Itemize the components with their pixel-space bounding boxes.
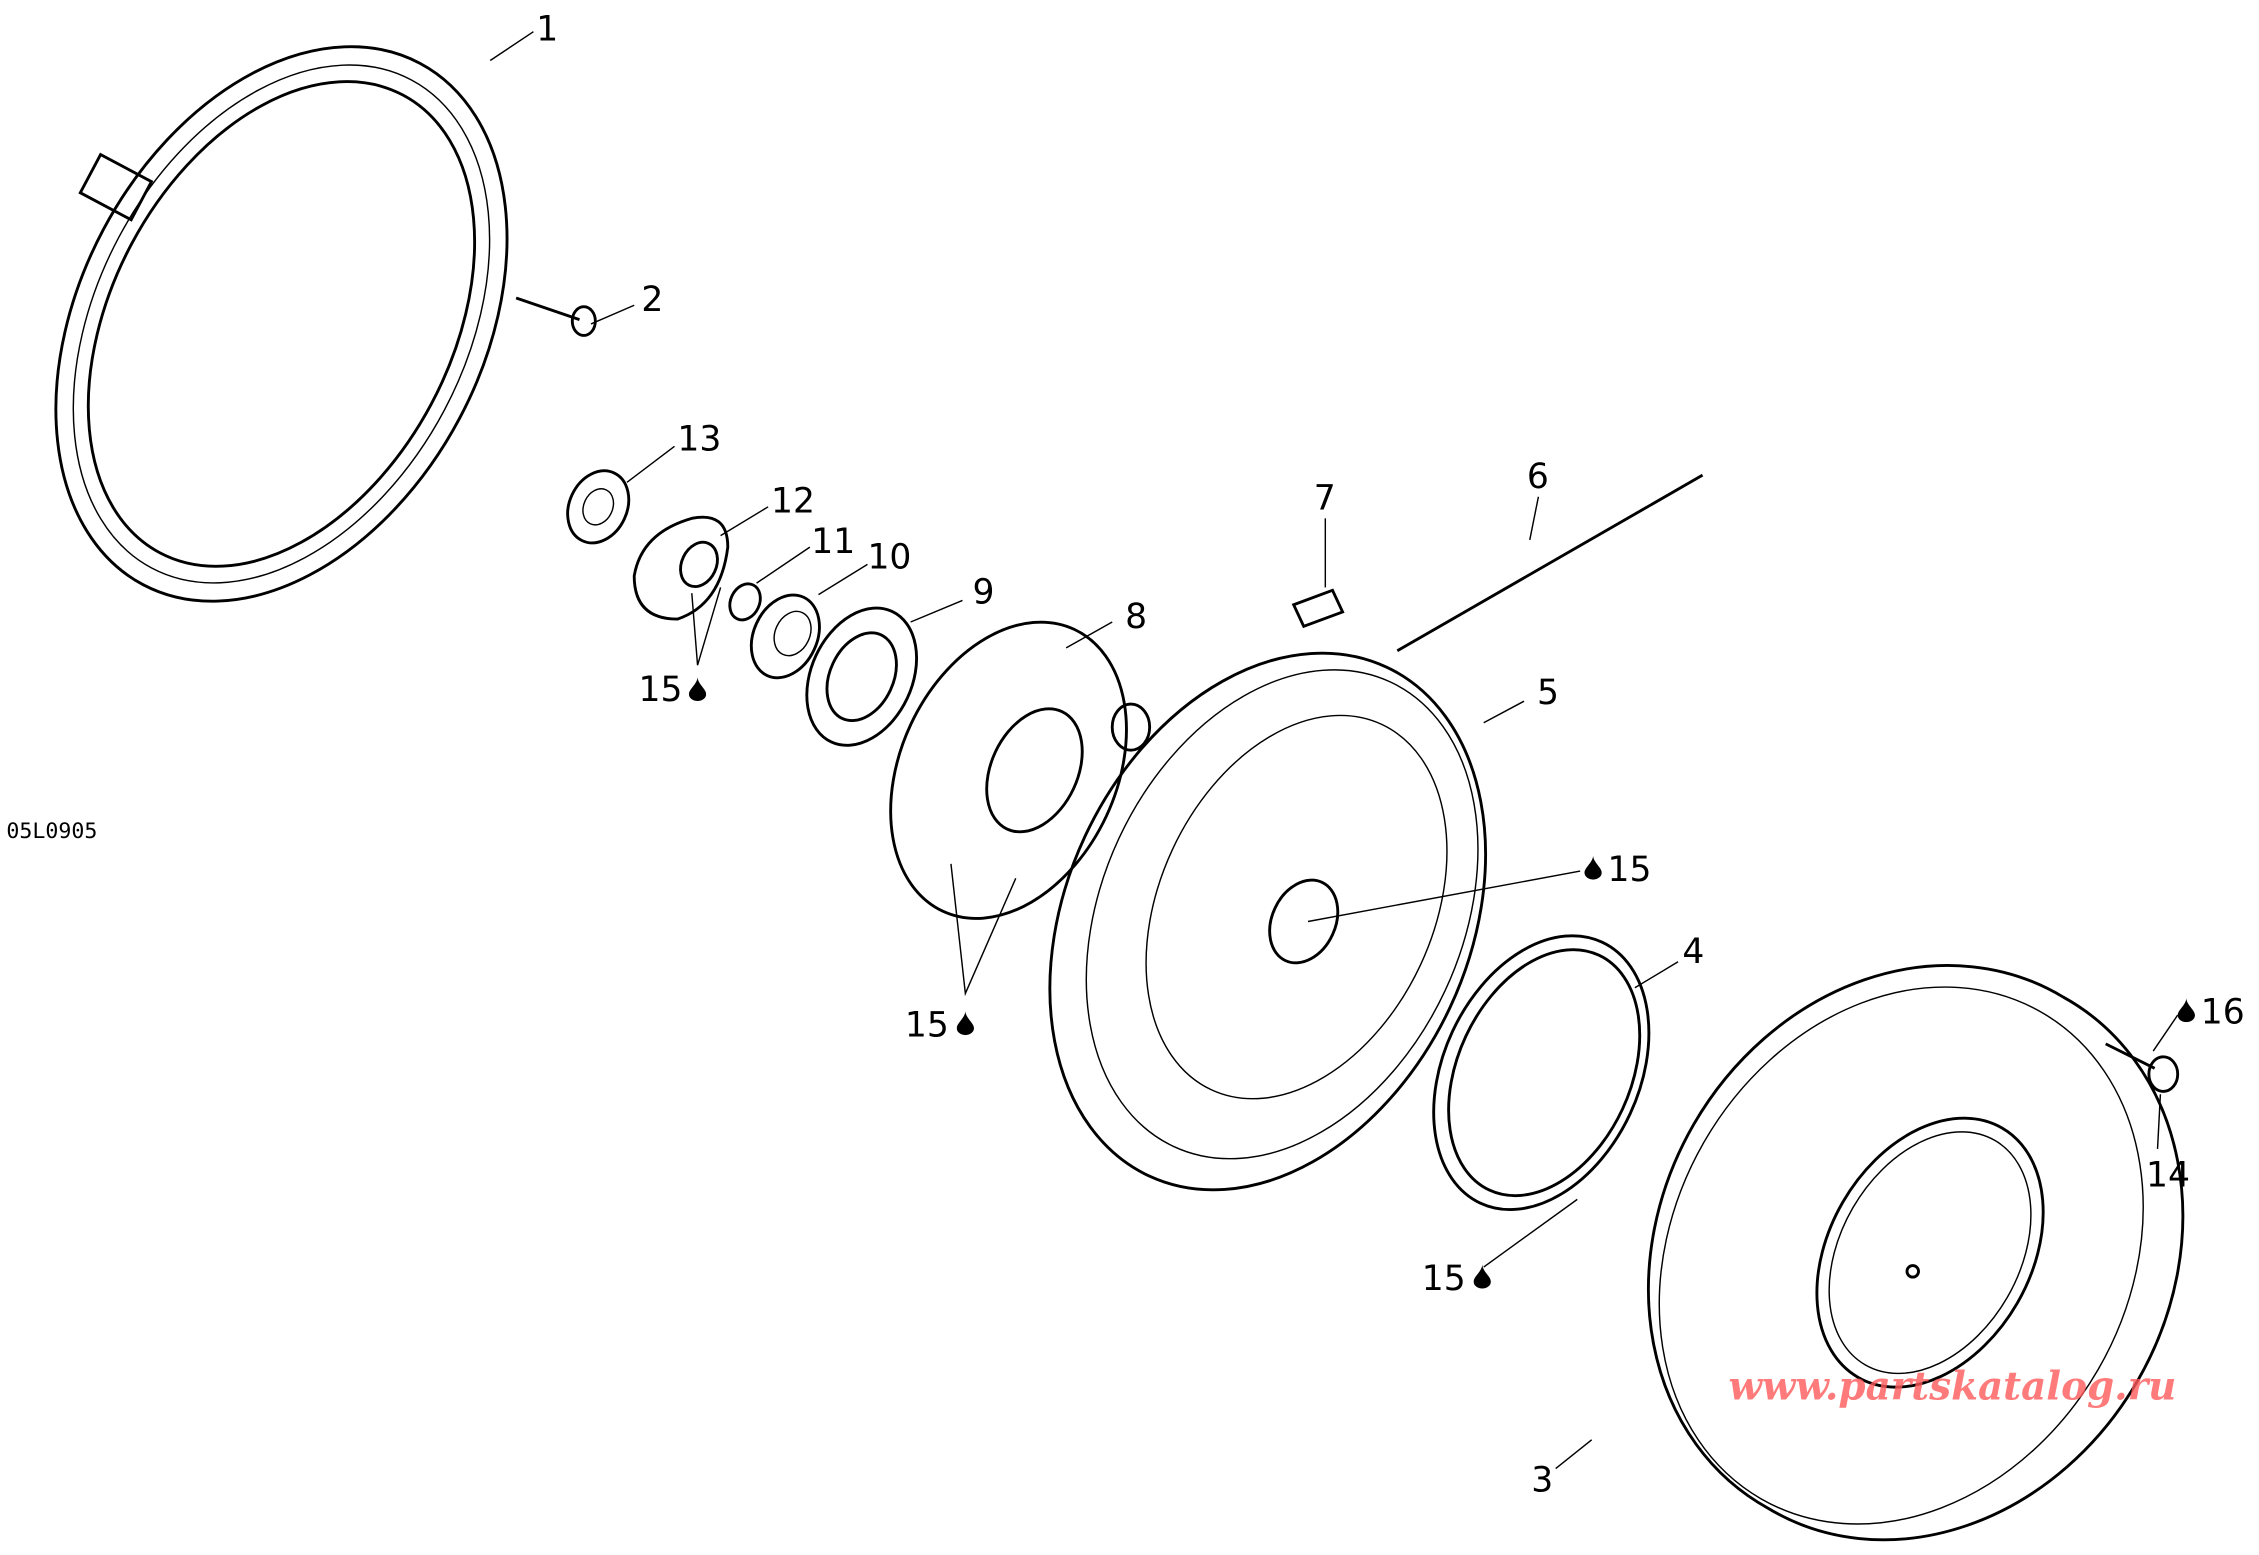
- callout-15-b: 15: [1584, 850, 1651, 890]
- part-14-screw: [2105, 1042, 2180, 1093]
- part-5-pulley: [1048, 651, 1488, 1192]
- callout-6: 6: [1527, 457, 1549, 497]
- callout-10: 10: [867, 538, 911, 578]
- drawing-code: 05L0905: [6, 819, 97, 844]
- callout-15-text: 15: [1422, 1259, 1466, 1299]
- oil-drop-icon: [2177, 997, 2195, 1023]
- oil-drop-icon: [1473, 1264, 1491, 1289]
- part-2-bolt: [515, 296, 597, 337]
- part-1-frame-ring: [54, 45, 509, 603]
- leader-lines: [489, 31, 2179, 1470]
- part-8-housing: [889, 620, 1152, 920]
- callout-15-text: 15: [905, 1006, 949, 1046]
- callout-12: 12: [771, 482, 815, 522]
- callout-1: 1: [536, 9, 558, 49]
- part-13-nut: [566, 469, 631, 545]
- callout-14: 14: [2146, 1155, 2190, 1195]
- watermark: www.partskatalog.ru: [1728, 1365, 2176, 1410]
- part-10-bushing: [749, 593, 821, 680]
- callout-16: 16: [2177, 993, 2245, 1033]
- part-9-spring: [805, 606, 919, 747]
- callout-15-d: 15: [1422, 1259, 1491, 1299]
- callout-4: 4: [1682, 932, 1704, 972]
- oil-drop-icon: [688, 676, 707, 702]
- callout-3: 3: [1531, 1461, 1553, 1501]
- callout-8: 8: [1125, 597, 1147, 637]
- callout-11: 11: [811, 522, 855, 562]
- part-11-washer: [728, 582, 762, 622]
- callout-13: 13: [677, 420, 721, 460]
- callout-16-text: 16: [2201, 993, 2245, 1033]
- oil-drop-icon: [1584, 855, 1602, 880]
- callout-15-text: 15: [639, 670, 683, 710]
- callout-2: 2: [641, 280, 663, 320]
- callout-15-c: 15: [905, 1006, 974, 1046]
- callout-7: 7: [1314, 479, 1336, 519]
- part-3-starter-housing: [1647, 964, 2185, 1542]
- part-12-plate: [632, 515, 730, 621]
- callout-15-a: 15: [639, 670, 707, 710]
- callout-5: 5: [1537, 673, 1559, 713]
- callout-15-text: 15: [1608, 850, 1652, 890]
- callout-9: 9: [973, 572, 995, 612]
- part-6-rope: [1396, 473, 1704, 653]
- part-7-key: [1291, 588, 1345, 629]
- part-4-recoil-spring: [1432, 934, 1651, 1211]
- oil-drop-icon: [956, 1010, 974, 1036]
